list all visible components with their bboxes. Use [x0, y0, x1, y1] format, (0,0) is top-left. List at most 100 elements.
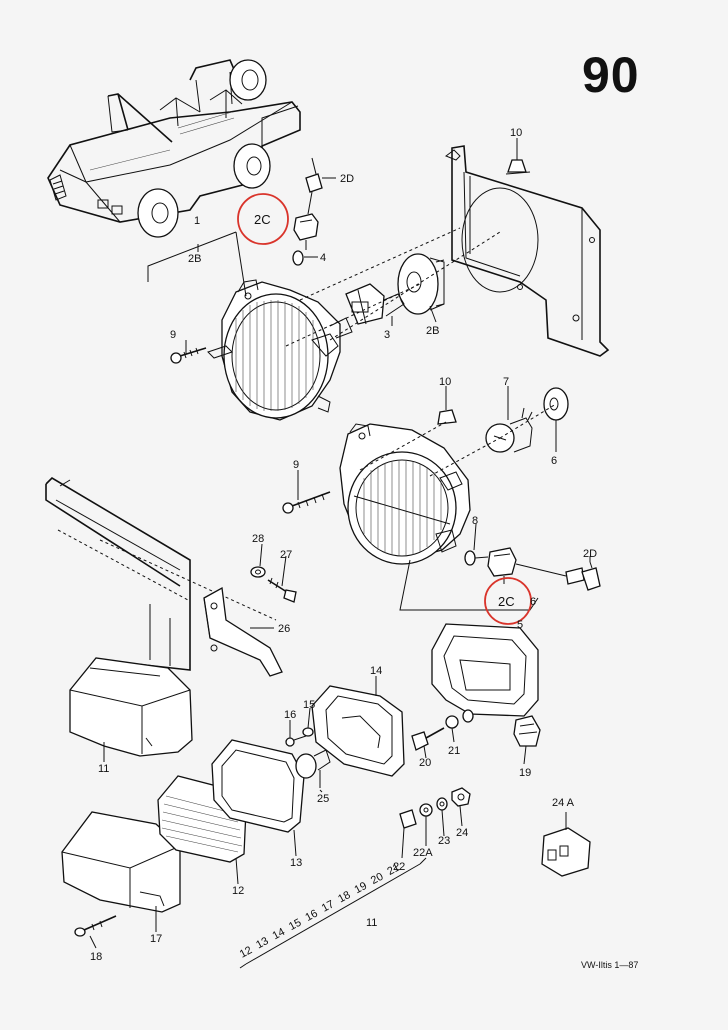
label-9-lower: 9 [293, 459, 299, 471]
gasket-13 [211, 739, 305, 833]
label-10-upper: 10 [510, 127, 522, 139]
washer-28 [250, 566, 266, 578]
headlamp-bulb-7 [485, 407, 533, 453]
screw-18 [74, 915, 117, 937]
label-11-lamp: 11 [98, 763, 109, 775]
front-wheel [137, 188, 179, 238]
connector-24a [541, 827, 591, 877]
label-15: 15 [303, 699, 315, 711]
label-16: 16 [284, 709, 296, 721]
washer-23 [436, 797, 448, 811]
page-number: 90 [582, 47, 640, 103]
seal-ring-6-upper [543, 387, 569, 421]
label-13: 13 [290, 857, 302, 869]
footer-reference: VW-Iltis 1—87 [581, 960, 639, 970]
index-number-21: 21 [385, 862, 401, 878]
label-10-lower: 10 [439, 376, 451, 388]
index-number-16: 16 [303, 908, 319, 924]
headlamp-insert-upper [207, 279, 353, 421]
washer-15 [302, 727, 314, 737]
leader-lines [89, 138, 591, 949]
bulb-4 [292, 250, 318, 266]
lens-fluting-upper [235, 300, 314, 411]
label-18: 18 [90, 951, 102, 963]
lamp-17 [61, 811, 181, 913]
index-bracket-11 [245, 863, 421, 965]
label-9-upper: 9 [170, 329, 176, 341]
bulb-25 [295, 749, 331, 788]
label-11-group: 11 [366, 917, 377, 929]
index-number-13: 13 [254, 935, 270, 951]
socket-2c-lower [487, 547, 517, 584]
lens-fluting-lower [363, 461, 442, 556]
label-24a: 24 A [552, 797, 575, 809]
lamp-housing-19 [431, 623, 541, 747]
label-2d-lower: 2D [583, 548, 597, 560]
label-27: 27 [280, 549, 292, 561]
group-bracket-1 [147, 231, 237, 282]
rear-wheel [233, 143, 271, 189]
socket-2c-upper [293, 213, 319, 250]
label-7: 7 [503, 376, 509, 388]
adjuster-screw-10-upper [505, 146, 531, 175]
index-number-17: 17 [320, 898, 336, 914]
label-17: 17 [150, 933, 162, 945]
label-20: 20 [419, 757, 431, 769]
headlamp-bulb-3 [345, 283, 405, 325]
label-26: 26 [278, 623, 290, 635]
label-3: 3 [384, 329, 390, 341]
vehicle-illustration [47, 59, 301, 238]
label-19: 19 [519, 767, 531, 779]
label-22: 22 [393, 861, 405, 873]
housing-14 [311, 685, 405, 777]
connector-2d-lower [515, 561, 601, 591]
label-24: 24 [456, 827, 468, 839]
connector-2d-upper [305, 157, 336, 215]
bumper-frame [45, 476, 297, 677]
index-number-12: 12 [238, 944, 254, 960]
label-2b-group: 2B [188, 253, 201, 265]
headlamp-housing-bracket [444, 145, 610, 357]
label-5: 5 [517, 619, 523, 631]
group-bracket-5 [399, 559, 539, 611]
index-number-19: 19 [353, 880, 369, 896]
label-28: 28 [252, 533, 264, 545]
label-23: 23 [438, 835, 450, 847]
highlight-circle-2c-lower [484, 577, 532, 625]
label-2c-upper: 2C [254, 212, 271, 227]
nut-24 [451, 787, 471, 807]
mounting-bracket-26 [203, 586, 283, 677]
screw-9-upper [170, 347, 207, 364]
screw-16 [285, 735, 307, 747]
label-2b-ring: 2B [426, 325, 439, 337]
screw-9-lower [282, 491, 331, 514]
label-25: 25 [317, 793, 329, 805]
label-12: 12 [232, 885, 244, 897]
seal-ring-2b [397, 253, 445, 315]
label-6-lower: 6 [530, 596, 536, 608]
label-14: 14 [370, 665, 382, 677]
label-22a: 22A [413, 847, 433, 859]
lower-headlamp-assembly [282, 387, 601, 611]
bolt-20 [411, 727, 445, 751]
lamp-11 [69, 657, 193, 757]
bolt-27 [267, 577, 297, 603]
label-6-upper: 6 [551, 455, 557, 467]
washer-22a [419, 803, 433, 817]
upper-headlamp-assembly [170, 145, 610, 421]
label-4: 4 [320, 252, 326, 264]
label-1: 1 [194, 215, 200, 227]
index-number-20: 20 [369, 871, 385, 887]
label-2d-upper: 2D [340, 173, 354, 185]
bulb-8 [464, 550, 489, 566]
headlamp-insert-lower [339, 423, 471, 565]
highlight-circle-2c-upper [237, 193, 289, 245]
part-labels: 10 2D 2C 1 2B 4 3 2B 9 10 7 6 9 8 2D 2C … [90, 127, 597, 963]
index-number-14: 14 [271, 926, 287, 942]
label-21: 21 [448, 745, 460, 757]
washer-21 [445, 709, 474, 729]
adjuster-screw-10-lower [437, 396, 457, 425]
